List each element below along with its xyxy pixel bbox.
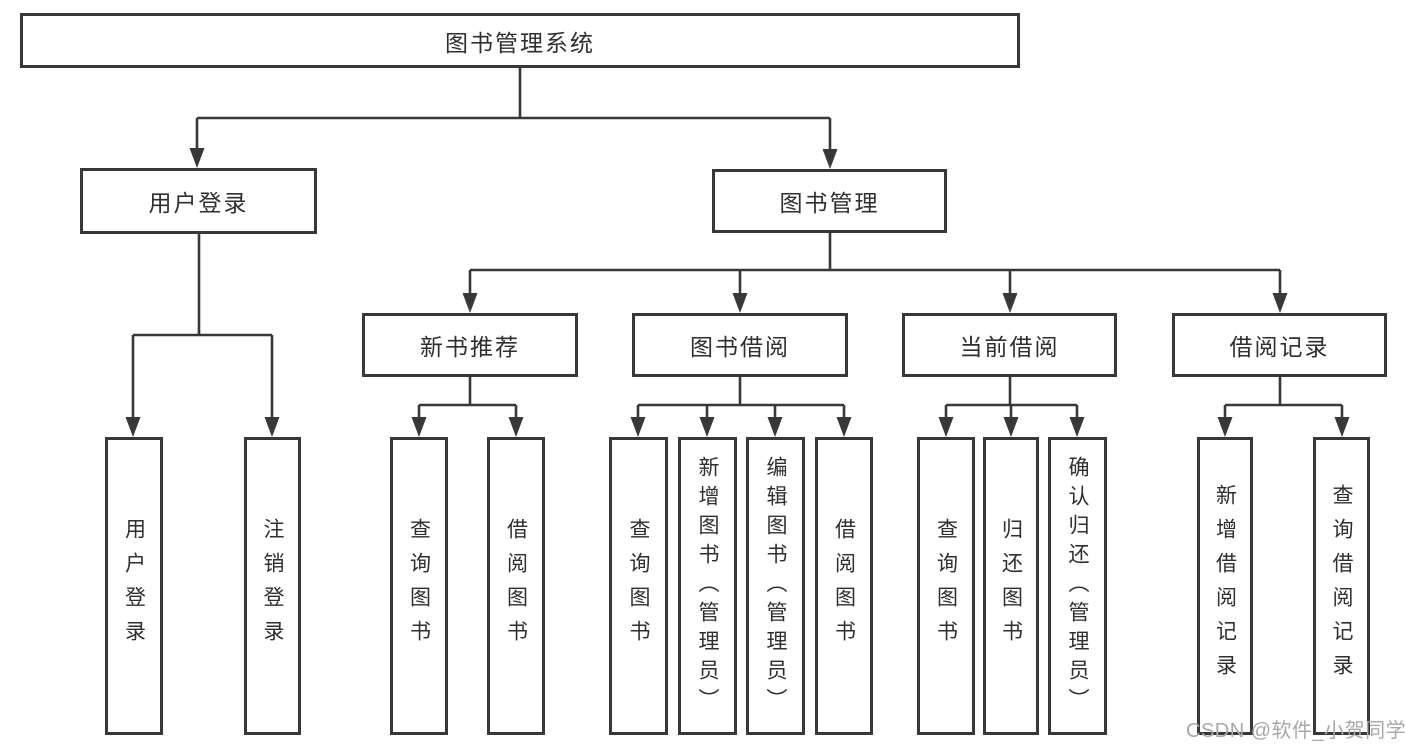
node-leaf-borrow-book-recommend: 借阅图书 [487, 437, 545, 735]
node-label: 借阅记录 [1229, 334, 1330, 360]
arrow-head-icon [938, 417, 954, 437]
node-leaf-query-borrow-record: 查询借阅记录 [1313, 437, 1370, 735]
arrow-head-icon [1334, 417, 1350, 437]
arrow-head-icon [1217, 417, 1233, 437]
node-label: 查询图书 [627, 518, 650, 654]
node-leaf-query-book-recommend: 查询图书 [390, 437, 448, 735]
node-leaf-add-borrow-record: 新增借阅记录 [1197, 437, 1253, 735]
node-leaf-user-login: 用户登录 [105, 437, 163, 735]
node-leaf-borrow-book-borrowing: 借阅图书 [815, 437, 873, 735]
arrow-head-icon [462, 293, 478, 313]
arrow-head-icon [1069, 417, 1085, 437]
node-leaf-logout: 注销登录 [244, 437, 301, 735]
node-label: 编辑图书（管理员） [764, 455, 787, 717]
arrow-head-icon [767, 417, 783, 437]
node-leaf-add-book-admin: 新增图书（管理员） [678, 437, 737, 735]
node-current-borrowing: 当前借阅 [902, 313, 1117, 377]
node-label: 查询图书 [407, 518, 431, 654]
node-label: 当前借阅 [959, 334, 1060, 360]
arrow-head-icon [125, 417, 141, 437]
node-leaf-return-book: 归还图书 [983, 437, 1039, 735]
node-leaf-query-book-current: 查询图书 [917, 437, 975, 735]
node-leaf-edit-book-admin: 编辑图书（管理员） [746, 437, 805, 735]
arrow-head-icon [1002, 293, 1018, 313]
node-label: 查询借阅记录 [1330, 484, 1353, 688]
node-label: 注销登录 [261, 518, 284, 654]
arrow-head-icon [822, 149, 838, 169]
node-label: 查询图书 [934, 518, 958, 654]
csdn-watermark: CSDN @软件_小贺同学 [1186, 720, 1405, 742]
arrow-head-icon [836, 417, 852, 437]
node-label: 借阅图书 [504, 518, 528, 654]
node-root: 图书管理系统 [20, 13, 1020, 68]
node-leaf-query-book-borrowing: 查询图书 [609, 437, 668, 735]
node-label: 借阅图书 [832, 518, 856, 654]
node-label: 归还图书 [999, 518, 1023, 654]
node-label: 图书管理 [779, 190, 880, 216]
node-leaf-confirm-return-admin: 确认归还（管理员） [1048, 437, 1107, 735]
node-book-borrowing: 图书借阅 [632, 313, 848, 377]
arrow-head-icon [189, 148, 205, 168]
node-label: 新书推荐 [420, 334, 520, 360]
node-label: 图书借阅 [690, 334, 790, 360]
node-label: 新增借阅记录 [1213, 484, 1237, 688]
node-borrowing-records: 借阅记录 [1172, 313, 1387, 377]
node-label: 用户登录 [122, 518, 146, 654]
arrow-head-icon [699, 417, 715, 437]
arrow-head-icon [264, 417, 280, 437]
node-label: 用户登录 [148, 190, 249, 216]
node-new-book-recommend: 新书推荐 [362, 313, 578, 377]
arrow-head-icon [732, 293, 748, 313]
node-label: 确认归还（管理员） [1066, 455, 1089, 717]
node-label: 图书管理系统 [445, 29, 595, 56]
arrow-head-icon [1272, 293, 1288, 313]
arrow-head-icon [630, 417, 646, 437]
arrow-head-icon [411, 417, 427, 437]
arrow-head-icon [1003, 417, 1019, 437]
node-book-management: 图书管理 [712, 169, 947, 233]
node-label: 新增图书（管理员） [696, 455, 719, 717]
arrow-head-icon [508, 417, 524, 437]
node-user-login: 用户登录 [80, 168, 317, 234]
